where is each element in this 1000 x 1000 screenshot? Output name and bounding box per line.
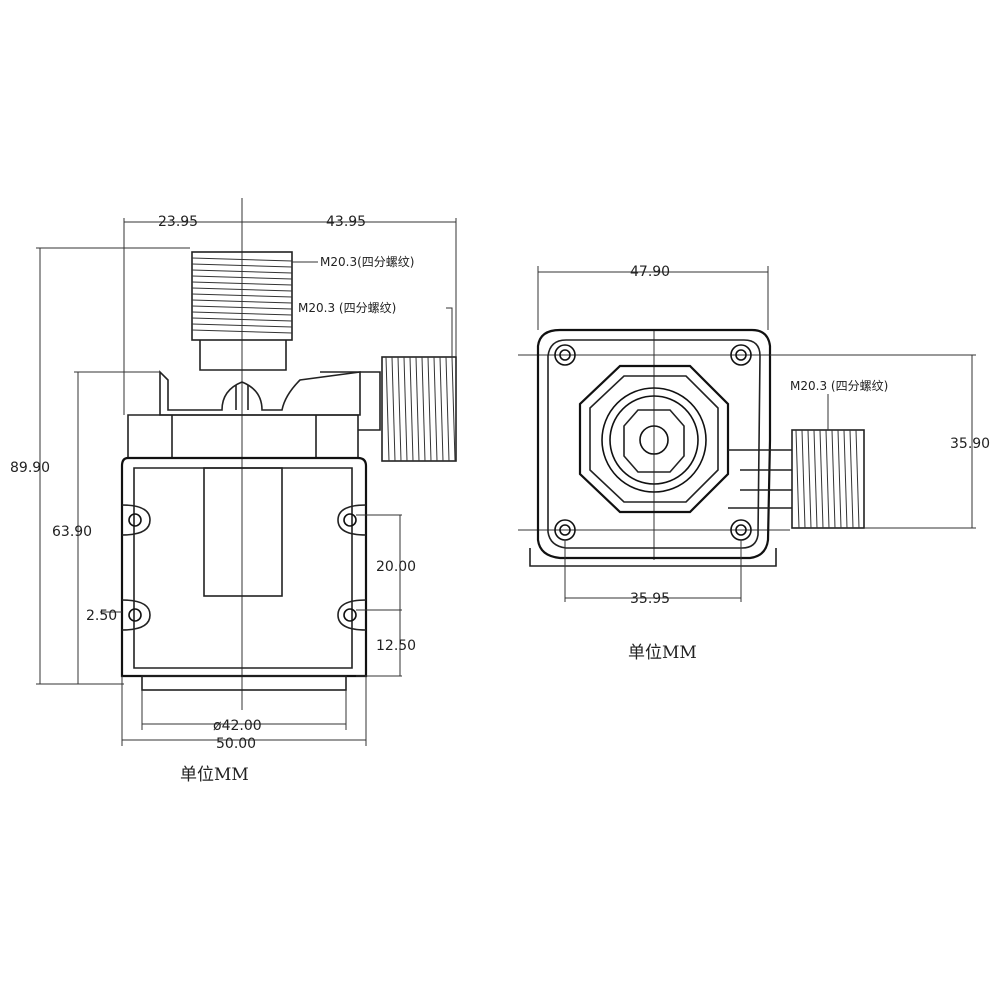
thread-line: [191, 323, 293, 328]
octagon-inner: [589, 375, 719, 503]
slot-left-lower: [121, 599, 151, 631]
thread-line: [795, 429, 800, 529]
top-thread-lines: [191, 257, 293, 334]
hole-top-right: [730, 344, 752, 366]
slot-hole-lu: [128, 513, 142, 527]
housing-inner: [547, 339, 761, 549]
thread-line: [421, 356, 426, 462]
outlet-pipe-inner: [740, 469, 792, 491]
thread-line: [843, 429, 848, 529]
slot-left-upper: [121, 504, 151, 536]
thread-line: [191, 329, 293, 334]
thread-line: [191, 263, 293, 268]
side-outlet-thread-lines: [795, 429, 860, 529]
unit-label-side: 单位MM: [628, 643, 697, 663]
thread-line: [191, 311, 293, 316]
dim-body-width: 50.00: [216, 736, 256, 752]
thread-line: [837, 429, 842, 529]
slot-hole-ru: [343, 513, 357, 527]
dim-height-right: 35.90: [950, 436, 990, 452]
thread-line: [191, 257, 293, 262]
thread-line: [807, 429, 812, 529]
thread-line: [191, 299, 293, 304]
thread-line: [191, 293, 293, 298]
cap-ridge: [235, 385, 249, 410]
thread-line: [191, 269, 293, 274]
hole-bottom-left-inner: [559, 524, 571, 536]
base-ring: [141, 675, 347, 691]
thread-line: [451, 356, 456, 462]
thread-line: [831, 429, 836, 529]
label-outlet-thread: M20.3 (四分螺纹): [790, 379, 888, 393]
outlet-pipe: [728, 449, 792, 509]
flange-divisions: [171, 415, 317, 458]
inlet-hex: [623, 409, 685, 473]
inlet-center: [639, 425, 669, 455]
slot-right-lower: [337, 599, 367, 631]
top-cap: [159, 370, 361, 416]
dim-slot-width: 2.50: [86, 608, 117, 624]
side-view: 47.90 35.95 35.90 M20.3 (四分螺纹) 单位MM: [518, 264, 990, 663]
thread-line: [825, 429, 830, 529]
thread-line: [433, 356, 438, 462]
thread-line: [819, 429, 824, 529]
front-view: 23.95 43.95 89.90 63.90 20.00 12.50 2.50…: [10, 198, 457, 785]
thread-line: [191, 281, 293, 286]
housing-outer: [536, 328, 772, 560]
thread-line: [403, 356, 408, 462]
thread-line: [385, 356, 390, 462]
dim-body-height: 63.90: [52, 524, 92, 540]
slot-right-upper: [337, 504, 367, 536]
thread-line: [191, 287, 293, 292]
cap-flange: [127, 414, 359, 459]
thread-line: [415, 356, 420, 462]
bottom-foot: [529, 548, 777, 567]
label-side-thread: M20.3 (四分螺纹): [298, 301, 396, 315]
dim-slot-offset: 12.50: [376, 638, 416, 654]
thread-line: [191, 275, 293, 280]
hole-top-left-inner: [559, 349, 571, 361]
dim-width-left: 23.95: [158, 214, 198, 230]
leader-side-thread: [446, 307, 453, 357]
top-thread-outline: [191, 251, 293, 341]
thread-line: [397, 356, 402, 462]
thread-line: [391, 356, 396, 462]
outlet-neck: [320, 371, 381, 431]
inlet-ring-mid: [609, 395, 699, 485]
side-thread-lines: [385, 356, 456, 462]
thread-line: [849, 429, 854, 529]
octagon-boss: [578, 364, 730, 514]
inlet-ring-outer: [601, 387, 707, 493]
thread-line: [801, 429, 806, 529]
hole-top-right-inner: [735, 349, 747, 361]
thread-line: [445, 356, 450, 462]
thread-line: [191, 305, 293, 310]
slot-hole-ll: [128, 608, 142, 622]
slot-hole-rl: [343, 608, 357, 622]
hole-top-left: [554, 344, 576, 366]
thread-line: [409, 356, 414, 462]
pump-body-inner: [133, 467, 353, 669]
motor-block: [203, 467, 283, 597]
pump-body-outer: [120, 456, 368, 678]
dim-width-bottom: 35.95: [630, 591, 670, 607]
thread-line: [191, 317, 293, 322]
thread-line: [427, 356, 432, 462]
label-top-thread: M20.3(四分螺纹): [320, 255, 414, 269]
unit-label-front: 单位MM: [180, 765, 249, 785]
thread-line: [439, 356, 444, 462]
dim-base-diameter: ø42.00: [213, 718, 262, 734]
inlet-neck: [199, 340, 287, 371]
hole-bottom-right-inner: [735, 524, 747, 536]
thread-line: [813, 429, 818, 529]
dim-width-right: 43.95: [326, 214, 366, 230]
thread-line: [855, 429, 860, 529]
dim-width-top: 47.90: [630, 264, 670, 280]
dim-slot-spacing: 20.00: [376, 559, 416, 575]
dim-total-height: 89.90: [10, 460, 50, 476]
